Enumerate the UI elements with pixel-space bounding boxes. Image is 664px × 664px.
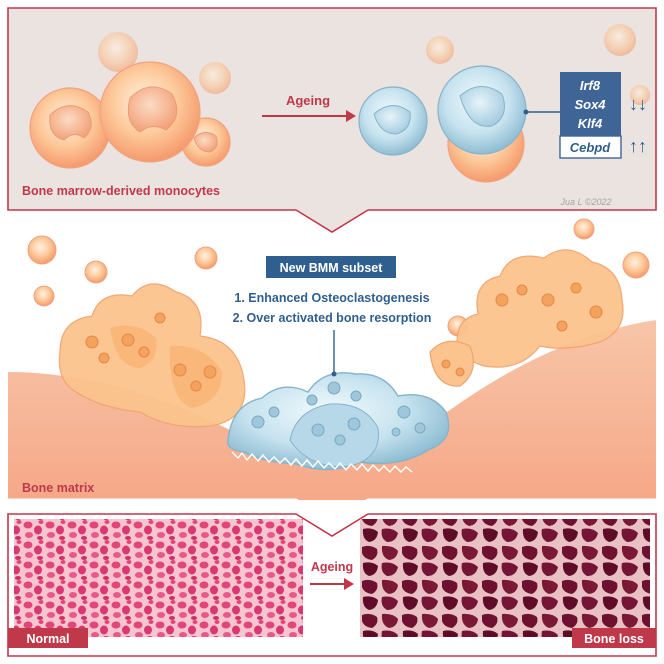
subset-title-box	[266, 256, 396, 278]
point-1: 1. Enhanced Osteoclastogenesis	[234, 291, 429, 305]
blue-monocyte-nucleus	[373, 105, 411, 135]
blue-monocyte-nucleus	[459, 86, 505, 127]
bone-matrix-label: Bone matrix	[22, 481, 94, 495]
gene-klf4: Klf4	[578, 116, 603, 131]
artist-signature: Jua L ©2022	[559, 197, 611, 207]
aged-monocytes	[358, 65, 527, 183]
right-osteoclast-cluster	[429, 249, 624, 387]
bone-loss-texture	[360, 519, 650, 637]
bone-loss-label-box	[572, 628, 656, 648]
normal-bone-texture	[14, 519, 303, 637]
left-osteoclast-cluster	[58, 283, 246, 428]
subset-title: New BMM subset	[280, 261, 384, 275]
middle-divider	[8, 498, 656, 524]
ageing-arrowhead-bottom	[344, 578, 354, 590]
monocyte-nucleus	[127, 86, 178, 133]
floating-cells	[27, 218, 650, 337]
ageing-arrowhead-top	[346, 110, 356, 122]
normal-label: Normal	[26, 632, 69, 646]
normal-label-box	[8, 628, 88, 648]
gene-up-box	[559, 135, 622, 159]
subset-pointer-dot	[331, 371, 337, 377]
ageing-label-bottom: Ageing	[311, 560, 353, 574]
down-arrows: ↓↓	[629, 94, 647, 114]
ruffled-border	[231, 451, 413, 474]
blue-osteoclast-cluster	[227, 372, 450, 474]
monocyte-nucleus	[193, 132, 218, 153]
up-arrows: ↑↑	[629, 136, 647, 156]
bone-loss-label: Bone loss	[584, 632, 644, 646]
gene-irf8: Irf8	[580, 78, 601, 93]
background-cells	[98, 24, 650, 105]
gene-pointer-dot	[523, 109, 529, 115]
gene-sox4: Sox4	[574, 97, 606, 112]
point-2: 2. Over activated bone resorption	[233, 311, 432, 325]
gene-cebpd: Cebpd	[570, 140, 612, 155]
gene-down-box	[560, 72, 621, 136]
bone-matrix	[8, 320, 656, 500]
monocytes-label: Bone marrow-derived monocytes	[22, 184, 220, 198]
young-monocytes	[29, 61, 231, 169]
monocyte-nucleus	[49, 105, 92, 141]
ageing-label-top: Ageing	[286, 93, 330, 108]
